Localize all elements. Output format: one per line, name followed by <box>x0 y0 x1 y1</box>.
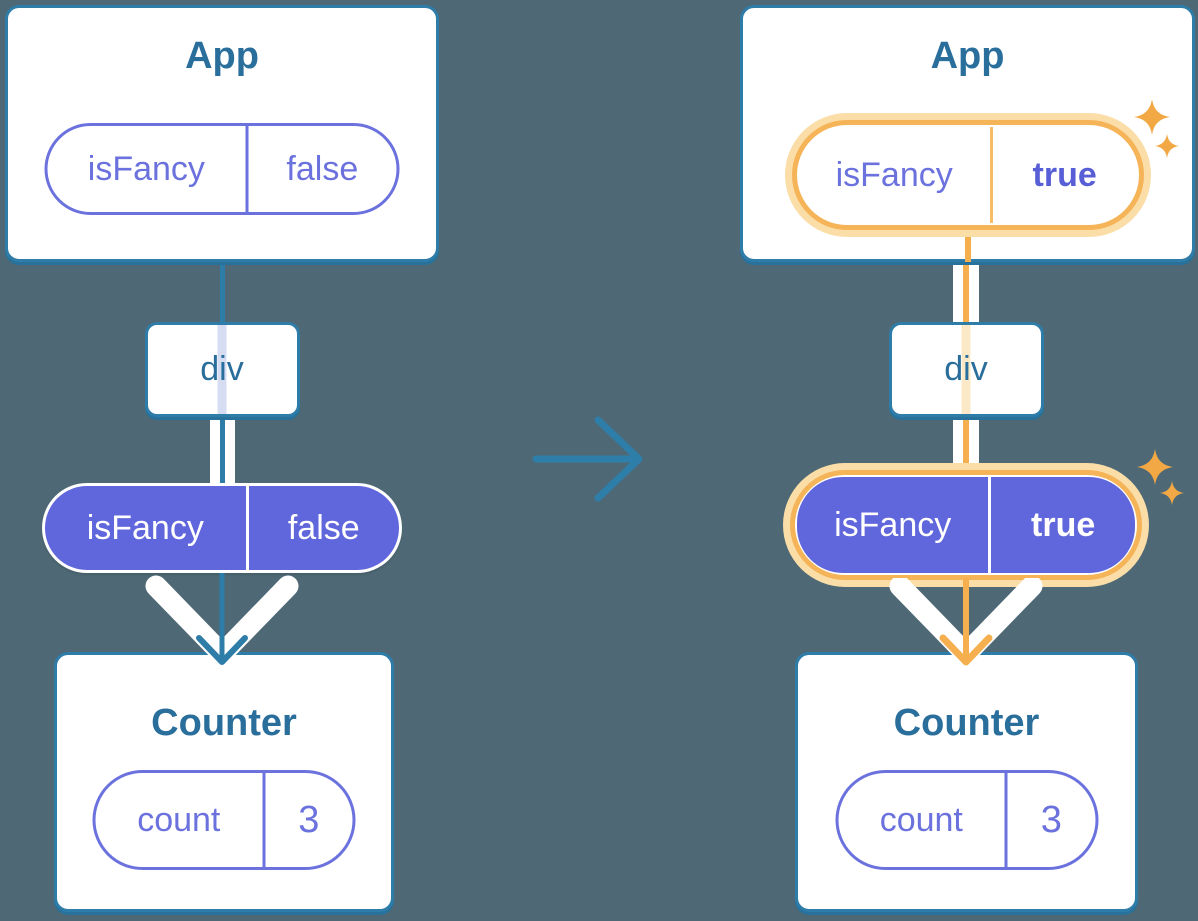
prop-flow-line-left <box>953 263 963 322</box>
sparkle-icon <box>1155 134 1179 158</box>
prop-flow-line-right <box>224 420 235 483</box>
prop-name: isFancy <box>799 127 993 223</box>
counter-card: Counter count 3 <box>795 652 1138 912</box>
prop-arrow-icon <box>889 578 1043 666</box>
app-card: App isFancy false <box>5 5 439 262</box>
app-prop-pill: isFancy true <box>798 127 1137 223</box>
counter-card: Counter count 3 <box>54 652 394 912</box>
app-title: App <box>185 35 259 77</box>
div-label: div <box>944 350 988 388</box>
app-card: App isFancy true <box>740 5 1195 262</box>
counter-title: Counter <box>151 702 297 744</box>
count-state-pill: count 3 <box>835 770 1098 870</box>
prop-name: isFancy <box>48 126 249 212</box>
passed-prop-pill: isFancy true <box>797 477 1135 573</box>
state-name: count <box>838 773 1008 867</box>
prop-arrow-icon <box>145 573 299 665</box>
app-prop-pill: isFancy false <box>44 123 400 215</box>
tree-edge-app-div <box>219 263 225 322</box>
counter-title: Counter <box>893 702 1040 744</box>
prop-flow-line-left <box>953 420 963 466</box>
prop-flow-line <box>963 420 969 466</box>
prop-flow-line <box>964 230 971 262</box>
state-value: 3 <box>1040 798 1062 841</box>
transition-arrow-icon <box>532 416 643 502</box>
prop-name: isFancy <box>797 477 992 573</box>
div-card: div <box>144 322 300 417</box>
sparkle-icon <box>1160 481 1184 505</box>
passed-prop-pill: isFancy false <box>42 483 402 573</box>
prop-flow-stripe <box>961 325 971 414</box>
count-state-pill: count 3 <box>92 770 356 870</box>
prop-flow-line-right <box>969 263 979 322</box>
tree-edge-div-pill <box>219 420 225 483</box>
prop-flow-line-left <box>209 420 220 483</box>
prop-flow-line-right <box>969 420 979 466</box>
highlight-ring: isFancy true <box>783 463 1149 587</box>
sparkle-icon <box>1134 99 1170 135</box>
prop-value: false <box>286 149 359 188</box>
sparkle-icon <box>1137 449 1173 485</box>
prop-value: true <box>1032 155 1097 194</box>
state-name: count <box>96 773 266 867</box>
prop-name: isFancy <box>45 486 249 570</box>
div-card: div <box>888 322 1044 417</box>
app-title: App <box>930 35 1005 77</box>
prop-flow-stripe <box>217 325 227 414</box>
highlight-ring: isFancy true <box>784 113 1151 237</box>
prop-flow-line <box>963 263 969 322</box>
prop-value: true <box>1031 505 1096 544</box>
state-value: 3 <box>298 798 320 841</box>
div-label: div <box>200 350 244 388</box>
prop-value: false <box>287 508 360 547</box>
